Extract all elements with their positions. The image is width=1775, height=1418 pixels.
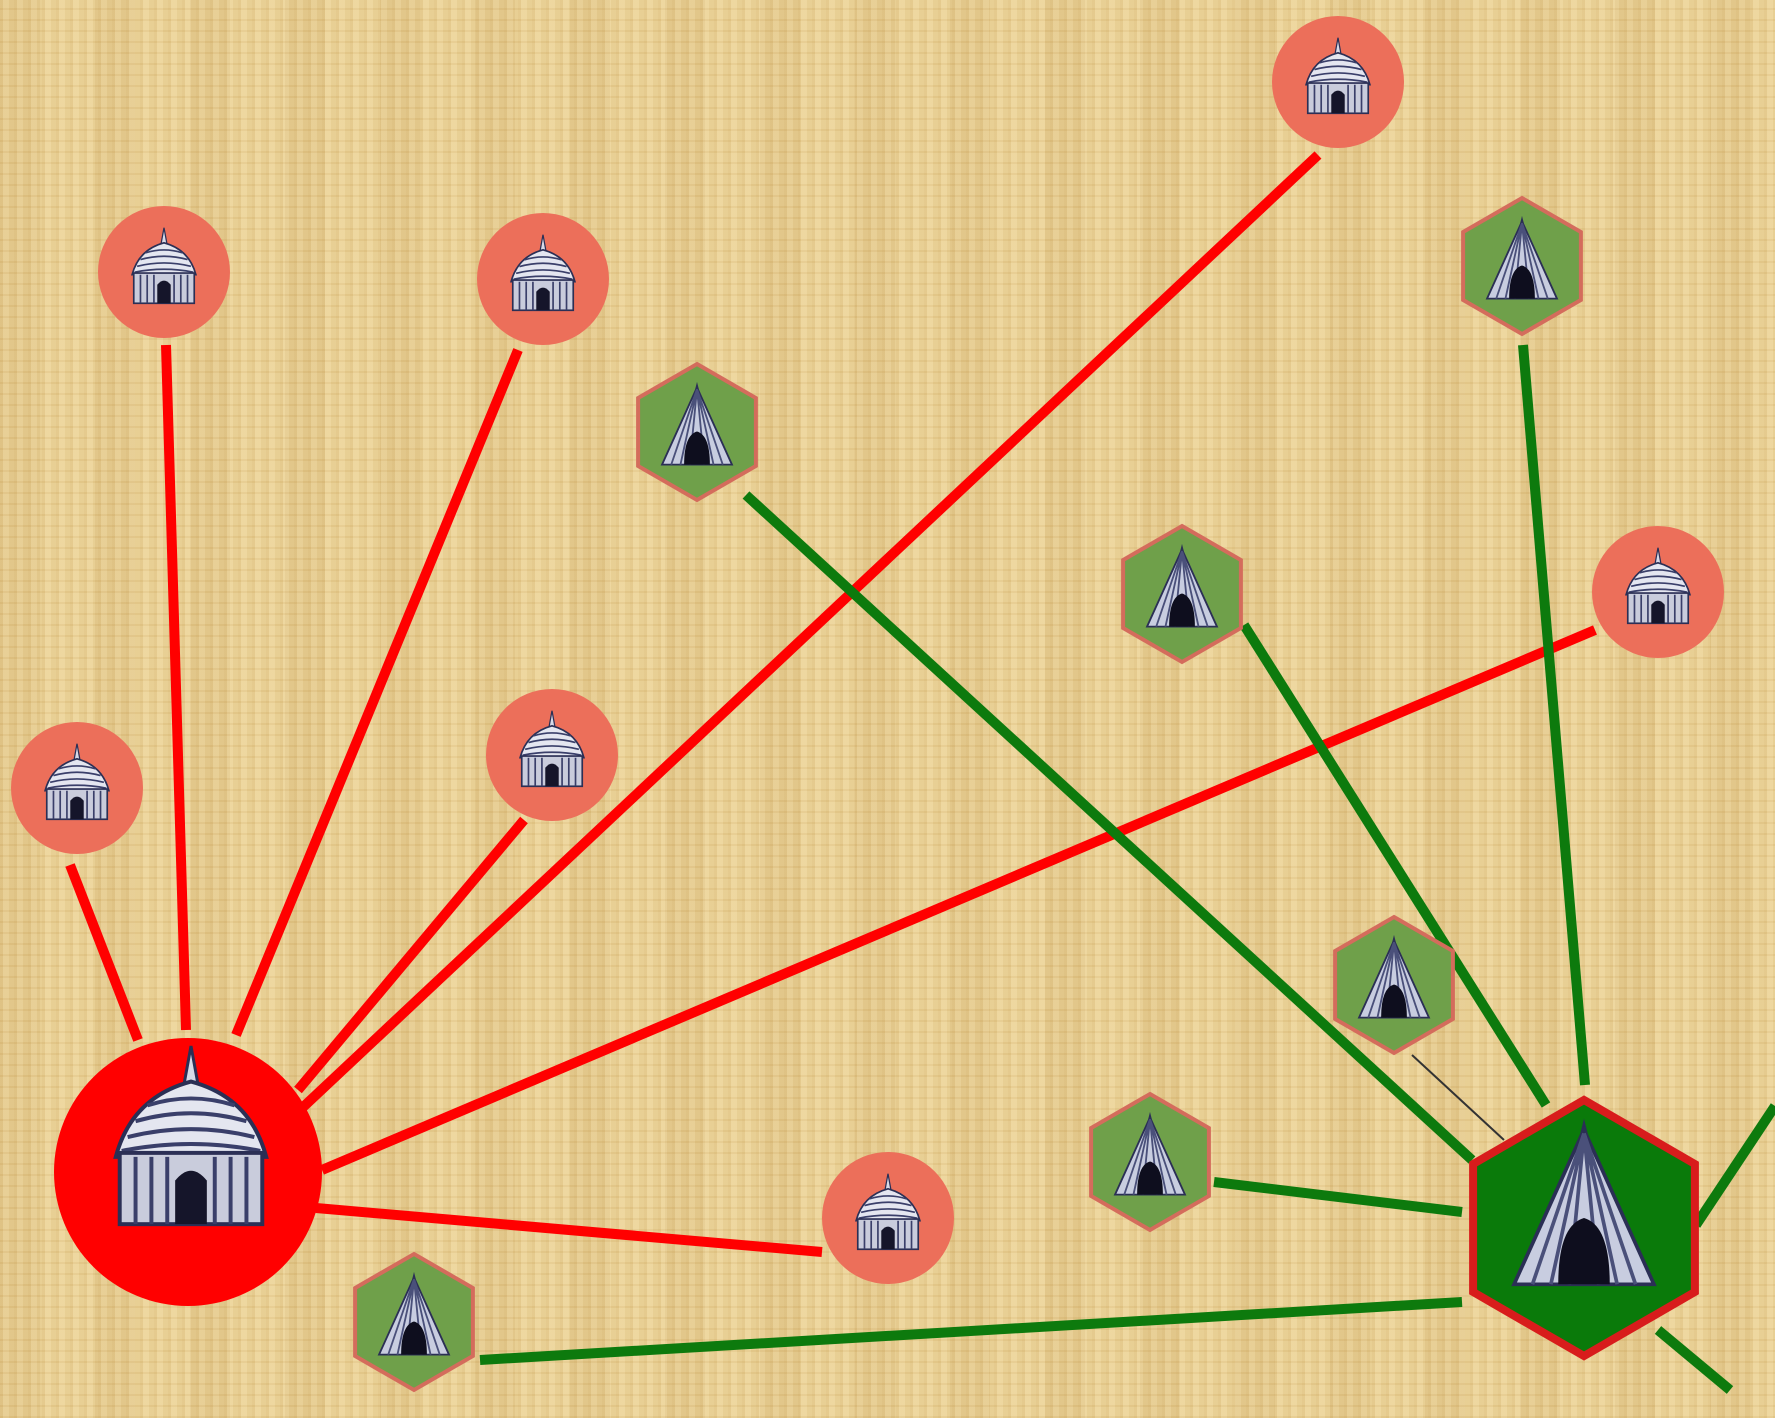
red-link-5 bbox=[320, 625, 1597, 1175]
red-link-4 bbox=[296, 151, 1322, 1114]
red-link-3 bbox=[294, 816, 528, 1094]
red-village-node-3[interactable] bbox=[1592, 526, 1724, 658]
thin-link-14 bbox=[1411, 1054, 1505, 1141]
red-link-0 bbox=[65, 863, 143, 1042]
red-link-6 bbox=[315, 1203, 823, 1257]
green-camp-node-1[interactable] bbox=[636, 361, 758, 503]
green-link-11 bbox=[479, 1297, 1463, 1365]
red-link-1 bbox=[161, 344, 191, 1031]
green-link-12 bbox=[1691, 1103, 1775, 1228]
green-link-8 bbox=[1239, 622, 1551, 1108]
green-camp-node-0[interactable] bbox=[1461, 195, 1583, 337]
red-village-node-5[interactable] bbox=[11, 722, 143, 854]
red-village-node-6[interactable] bbox=[822, 1152, 954, 1284]
green-camp-node-2[interactable] bbox=[1121, 523, 1243, 665]
green-camp-node-4[interactable] bbox=[1089, 1091, 1211, 1233]
red-village-node-2[interactable] bbox=[1272, 16, 1404, 148]
green-link-10 bbox=[1213, 1177, 1463, 1217]
red-link-2 bbox=[231, 348, 523, 1037]
red-hub-node[interactable] bbox=[54, 1038, 322, 1306]
green-link-13 bbox=[1654, 1326, 1734, 1394]
red-village-node-4[interactable] bbox=[486, 689, 618, 821]
red-village-node-0[interactable] bbox=[98, 206, 230, 338]
green-camp-node-3[interactable] bbox=[1333, 914, 1455, 1056]
red-village-node-1[interactable] bbox=[477, 213, 609, 345]
green-hub-node[interactable] bbox=[1469, 1095, 1699, 1361]
green-link-7 bbox=[742, 491, 1476, 1164]
green-link-9 bbox=[1518, 344, 1590, 1086]
green-camp-node-5[interactable] bbox=[353, 1251, 475, 1393]
